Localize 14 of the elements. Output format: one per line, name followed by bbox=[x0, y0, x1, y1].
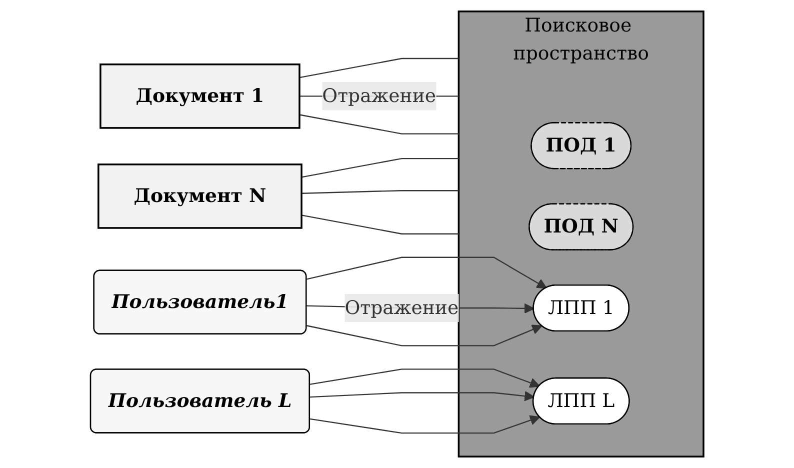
connector bbox=[302, 190, 459, 194]
arrow bbox=[306, 324, 542, 346]
arrow bbox=[310, 390, 535, 402]
connector bbox=[299, 114, 459, 134]
node-box: Документ N bbox=[98, 164, 302, 229]
edge-label: Отражение bbox=[322, 84, 436, 107]
arrow bbox=[310, 368, 540, 388]
node-box: Документ 1 bbox=[100, 64, 300, 129]
arrow bbox=[310, 415, 540, 434]
connector bbox=[301, 158, 459, 178]
arrow bbox=[306, 256, 547, 289]
edge-label: Отражение bbox=[344, 296, 459, 319]
connector bbox=[301, 214, 459, 234]
connector bbox=[299, 58, 459, 78]
